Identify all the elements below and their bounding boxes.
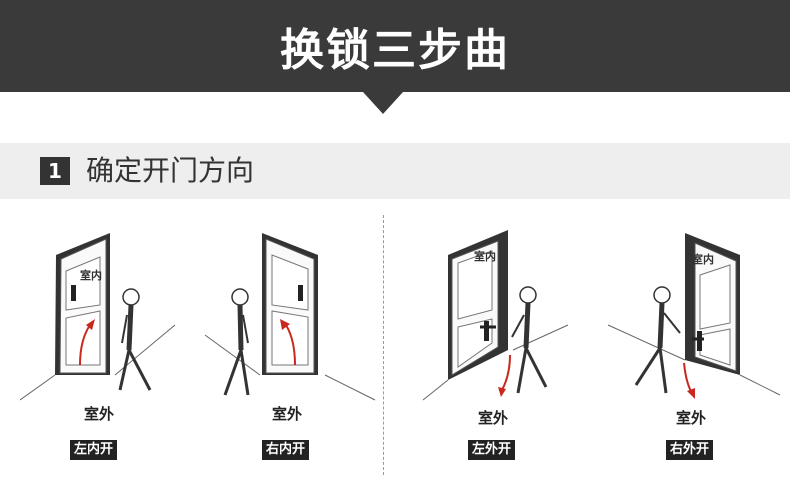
indoor-label: 室内 [692, 253, 714, 266]
section-title: 确定开门方向 [86, 154, 255, 187]
tag-left-inward: 左内开 [70, 440, 118, 460]
dashed-divider [383, 215, 384, 475]
indoor-label: 室内 [474, 250, 496, 263]
scene-left-outward: 室内 室外 [418, 215, 608, 427]
page-title: 换锁三步曲 [280, 25, 510, 76]
left-outward-door-illustration [422, 230, 569, 401]
section-header [0, 143, 790, 199]
tag-right-inward: 右内开 [262, 440, 310, 460]
step-number-badge: 1 [40, 157, 70, 185]
tag-right-outward: 右外开 [666, 440, 714, 460]
top-banner [0, 0, 790, 92]
tag-left-outward: 左外开 [468, 440, 516, 460]
outdoor-label: 室外 [676, 409, 707, 427]
outdoor-label: 室外 [84, 405, 115, 423]
left-inward-door-illustration [20, 233, 176, 401]
outdoor-label: 室外 [272, 405, 303, 423]
outdoor-label: 室外 [478, 409, 509, 427]
indoor-label: 室内 [80, 269, 102, 282]
banner-notch [363, 92, 403, 114]
right-inward-door-illustration [204, 233, 376, 401]
right-outward-door-illustration [607, 233, 781, 399]
scene-left-inward: 室内 室外 [20, 215, 210, 423]
scene-right-inward: 室外 [200, 215, 390, 423]
scene-right-outward: 室内 室外 [600, 215, 790, 427]
